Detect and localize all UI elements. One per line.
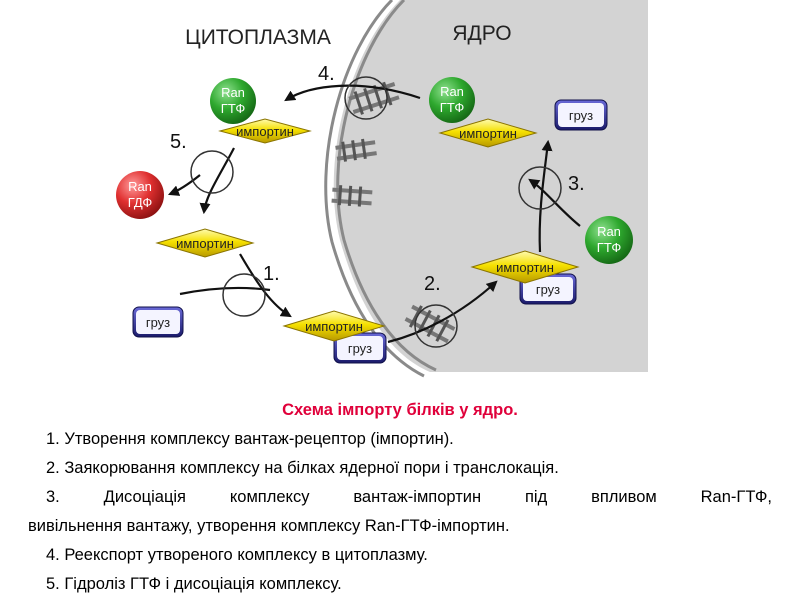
step-number-3: 3.: [568, 173, 585, 195]
caption-title: Схема імпорту білків у ядро.: [282, 401, 518, 419]
ran-gtp-ball: [210, 78, 256, 124]
transport-arrows: [167, 84, 581, 344]
importin-shape: [282, 310, 386, 342]
importin-shape: [218, 118, 312, 144]
nuclear-import-diagram: ЦИТОПЛАЗМА ЯДРО 1. 2. 3. 4. 5. Ran ГТФ и…: [116, 0, 648, 378]
ran-label: Ran: [128, 179, 152, 194]
gtp-label: ГТФ: [221, 101, 246, 116]
importin-shape: [155, 228, 255, 258]
ran-label: Ran: [221, 85, 245, 100]
importin-shape: [470, 250, 580, 284]
step-number-1: 1.: [263, 263, 280, 285]
ran-gdp: Ran ГДФ: [116, 171, 164, 219]
caption-step-3: 3. Дисоціація комплексу вантаж-імпортин …: [46, 488, 772, 506]
ran-label: Ran: [597, 224, 621, 239]
figure-caption: Схема імпорту білків у ядро. 1. Утворенн…: [28, 396, 772, 599]
free-cargo-cytoplasm: груз: [132, 306, 184, 338]
cytoplasm-label: ЦИТОПЛАЗМА: [185, 26, 331, 49]
cargo-label: груз: [146, 315, 170, 330]
importin-label: импортин: [459, 126, 517, 141]
ran-label: Ran: [440, 84, 464, 99]
step-circles: [190, 76, 562, 348]
importin-label: импортин: [236, 124, 294, 139]
importin-cargo-complex-cytoplasm: груз импортин: [282, 310, 387, 364]
cargo-label: груз: [348, 341, 372, 356]
free-importin: импортин: [155, 228, 255, 258]
gtp-label: ГТФ: [597, 240, 622, 255]
ran-gdp-ball: [116, 171, 164, 219]
importin-cargo-complex-nucleus: груз импортин: [470, 250, 580, 305]
caption-step-2: 2. Заякорювання комплексу на білках ядер…: [46, 459, 559, 477]
ran-gtp-ball: [585, 216, 633, 264]
nuclear-pore: [335, 138, 377, 162]
ran-gtp-importin-complex-cytoplasm: Ran ГТФ импортин: [210, 78, 312, 144]
caption-step-3-continued: вивільнення вантажу, утворення комплексу…: [28, 517, 510, 535]
step-number-2: 2.: [424, 273, 441, 295]
importin-label: импортин: [176, 236, 234, 251]
ran-gtp-importin-complex-nucleus: Ran ГТФ импортин: [429, 77, 538, 148]
cargo-label: груз: [536, 282, 560, 297]
importin-label: импортин: [496, 260, 554, 275]
nucleus-label: ЯДРО: [452, 22, 511, 45]
caption-step-1: 1. Утворення комплексу вантаж-рецептор (…: [46, 430, 454, 448]
nucleus: [333, 0, 648, 372]
ran-gtp-ball: [429, 77, 475, 123]
released-cargo-nucleus: груз: [554, 99, 608, 131]
caption-step-5: 5. Гідроліз ГТФ і дисоціація комплексу.: [46, 575, 342, 593]
importin-shape: [438, 118, 538, 148]
free-ran-gtp-nucleus: Ran ГТФ: [585, 216, 633, 264]
step-number-4: 4.: [318, 63, 335, 85]
gdp-label: ГДФ: [128, 195, 153, 210]
caption-step-4: 4. Реекспорт утвореного комплексу в цито…: [46, 546, 428, 564]
step-number-5: 5.: [170, 131, 187, 153]
cargo-label: груз: [569, 108, 593, 123]
nuclear-pore: [331, 185, 373, 207]
gtp-label: ГТФ: [440, 100, 465, 115]
importin-label: импортин: [305, 319, 363, 334]
